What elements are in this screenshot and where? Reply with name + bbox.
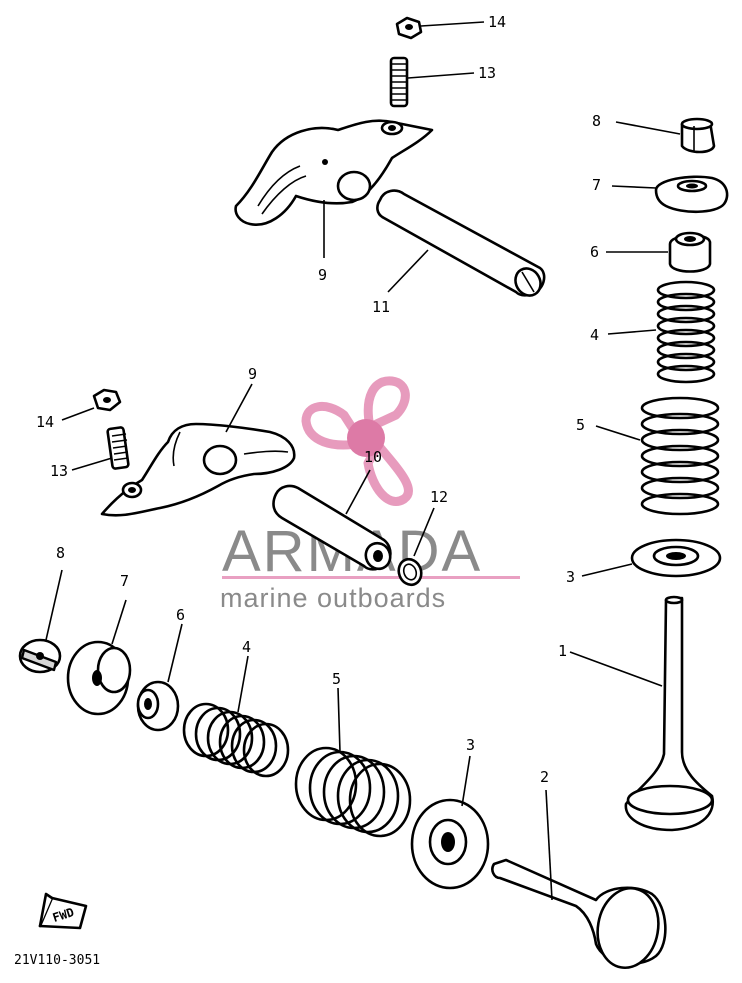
- drawing-code: 21V110-3051: [14, 953, 100, 968]
- upper-rocker-arm-9: [234, 119, 434, 226]
- callout-lower-stud: 13: [50, 462, 68, 480]
- propeller-logo-icon: [301, 376, 413, 506]
- callout-upper-shaft: 11: [372, 298, 390, 316]
- upper-shaft-11: [376, 189, 546, 297]
- callout-right-retainer: 7: [592, 176, 601, 194]
- callout-right-seal: 6: [590, 243, 599, 261]
- callout-left-retainer: 7: [120, 572, 129, 590]
- lower-nut-14: [92, 388, 122, 412]
- upper-rocker-assembly: [234, 16, 546, 297]
- left-retainer-7: [66, 640, 132, 716]
- callout-right-retainer-cap: 8: [592, 112, 601, 130]
- left-inner-spring-4: [182, 702, 290, 778]
- watermark: ARMADA marine outboards: [220, 376, 520, 613]
- callout-right-outer-spring: 5: [576, 416, 585, 434]
- fwd-arrow-icon: FWD: [38, 892, 88, 930]
- left-seal-6: [136, 680, 180, 732]
- callout-left-valve: 2: [540, 768, 549, 786]
- callout-lower-nut: 14: [36, 413, 54, 431]
- fwd-label: FWD: [51, 905, 76, 925]
- lower-stud-13: [106, 426, 130, 470]
- lower-rocker-arm-9: [100, 422, 296, 517]
- left-valve-2: [491, 858, 667, 970]
- watermark-underline: [222, 576, 520, 579]
- right-valve-stack: [569, 117, 729, 832]
- callout-left-retainer-cap: 8: [56, 544, 65, 562]
- right-retainer-7: [654, 175, 729, 214]
- callout-o-ring: 12: [430, 488, 448, 506]
- right-inner-spring-4: [656, 280, 716, 384]
- propeller-hub-icon: [347, 419, 385, 457]
- left-outer-spring-5: [294, 746, 412, 838]
- callout-left-inner-spring: 4: [242, 638, 251, 656]
- callout-upper-nut: 14: [488, 13, 506, 31]
- callout-left-outer-spring: 5: [332, 670, 341, 688]
- callout-right-inner-spring: 4: [590, 326, 599, 344]
- callout-right-valve: 1: [558, 642, 567, 660]
- callout-lower-shaft: 10: [364, 448, 382, 466]
- right-valve-1: [624, 595, 715, 832]
- callout-upper-rocker-arm: 9: [318, 266, 327, 284]
- right-retainer-cap-8: [680, 117, 716, 154]
- right-outer-spring-5: [640, 396, 720, 516]
- upper-stud-13: [389, 56, 409, 108]
- lower-rocker-assembly: [61, 383, 435, 587]
- left-retainer-cap-8: [18, 638, 62, 674]
- callout-left-seat: 3: [466, 736, 475, 754]
- callout-left-seal: 6: [176, 606, 185, 624]
- right-seat-3: [630, 538, 722, 578]
- lower-shaft-10: [272, 484, 392, 571]
- callout-lower-rocker-arm: 9: [248, 365, 257, 383]
- left-seat-3: [410, 798, 490, 890]
- upper-nut-14: [395, 16, 423, 40]
- callout-right-seat: 3: [566, 568, 575, 586]
- o-ring-12: [397, 557, 423, 587]
- left-valve-row: [18, 569, 667, 970]
- watermark-subtitle: marine outboards: [220, 583, 446, 613]
- callout-upper-stud: 13: [478, 64, 496, 82]
- right-seal-6: [668, 231, 712, 273]
